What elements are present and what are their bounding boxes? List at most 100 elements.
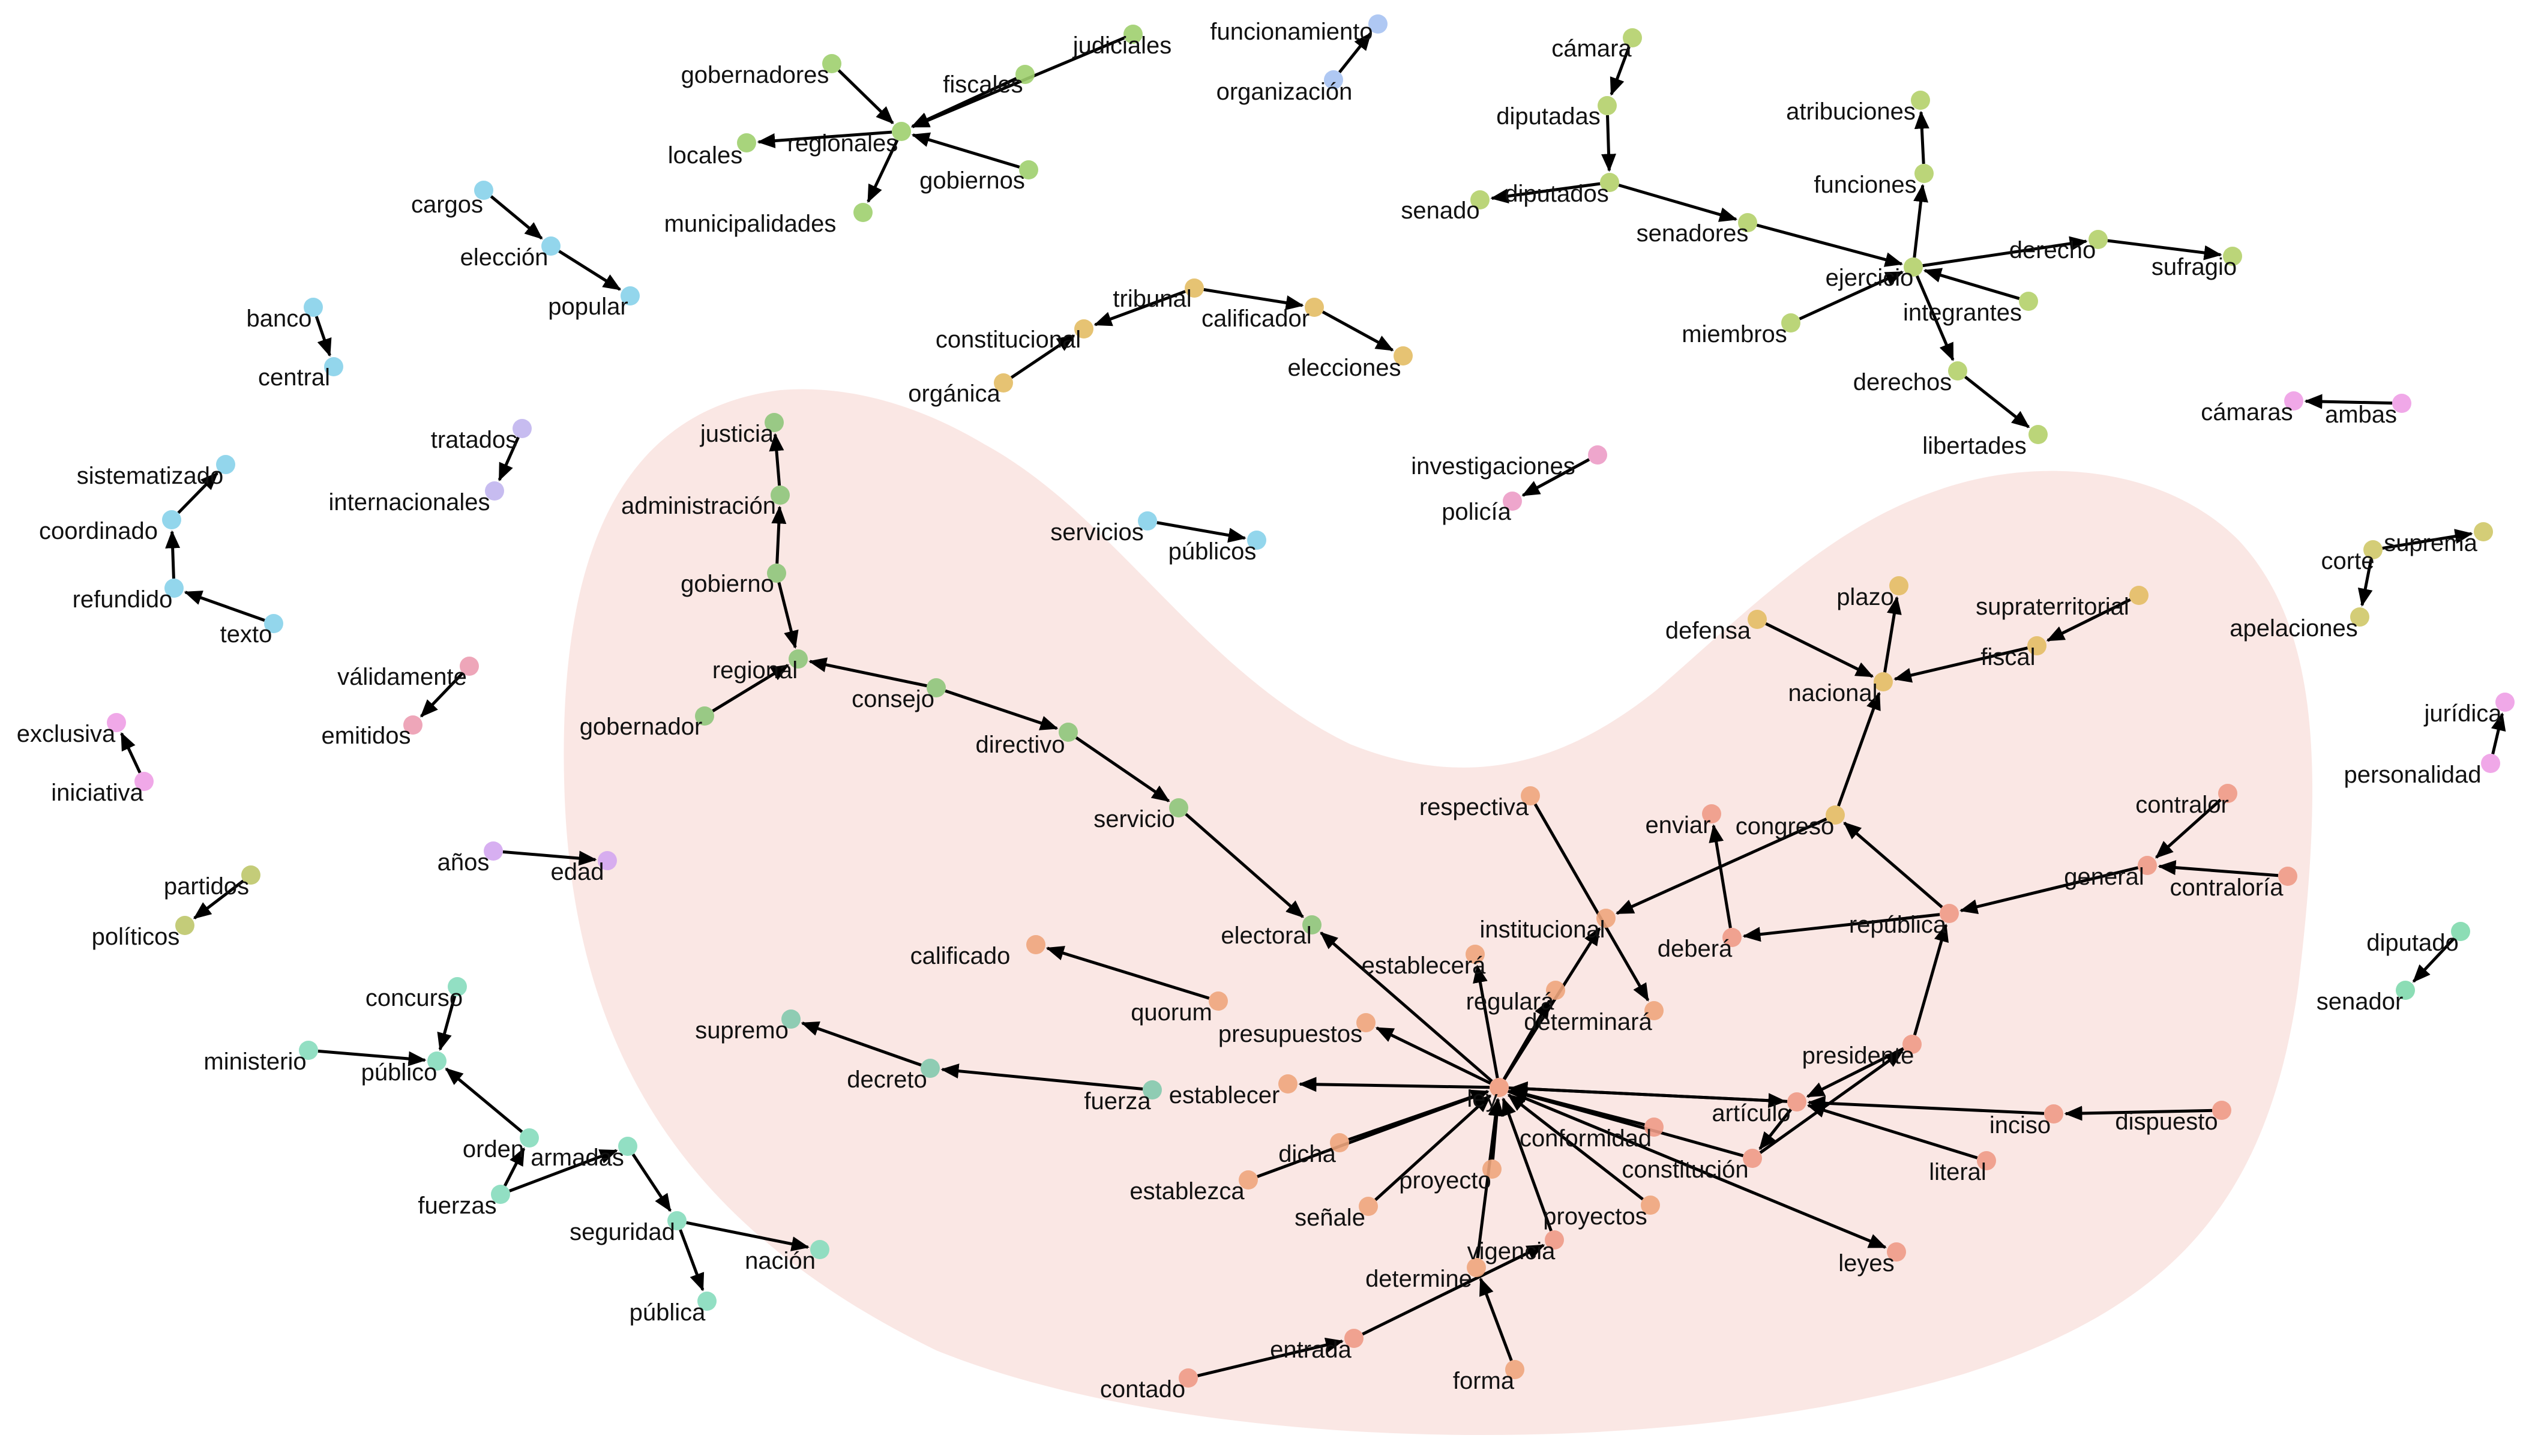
node-fiscal[interactable] xyxy=(2027,636,2046,655)
node-republica[interactable] xyxy=(1940,904,1959,923)
node-determinara[interactable] xyxy=(1644,1001,1664,1020)
node-gobierno[interactable] xyxy=(767,564,786,583)
node-regional[interactable] xyxy=(789,649,808,669)
node-juridica[interactable] xyxy=(2495,693,2515,712)
node-calificado[interactable] xyxy=(1026,935,1045,954)
node-inciso[interactable] xyxy=(2044,1104,2063,1124)
node-suprema[interactable] xyxy=(2474,522,2493,541)
node-popular[interactable] xyxy=(621,286,640,305)
node-entrada[interactable] xyxy=(1344,1329,1364,1348)
node-anos[interactable] xyxy=(484,841,503,861)
node-coordinado[interactable] xyxy=(162,510,181,529)
node-locales[interactable] xyxy=(737,133,756,152)
node-nacional[interactable] xyxy=(1874,672,1893,691)
node-derecho[interactable] xyxy=(2088,230,2108,249)
node-vigencia[interactable] xyxy=(1545,1230,1564,1250)
node-exclusiva[interactable] xyxy=(107,713,126,732)
node-personalidad[interactable] xyxy=(2481,754,2500,773)
node-contado[interactable] xyxy=(1179,1368,1198,1388)
node-presupuestos[interactable] xyxy=(1356,1013,1376,1032)
node-articulo[interactable] xyxy=(1787,1092,1806,1112)
node-dispuesto[interactable] xyxy=(2212,1101,2231,1120)
node-municipalidades[interactable] xyxy=(853,203,873,222)
node-presidente[interactable] xyxy=(1902,1035,1922,1054)
node-constitucional[interactable] xyxy=(1074,319,1093,338)
node-calificador[interactable] xyxy=(1305,298,1324,317)
node-concurso[interactable] xyxy=(448,977,467,996)
node-administracion[interactable] xyxy=(771,486,790,505)
node-ley[interactable] xyxy=(1490,1078,1509,1097)
node-tribunal[interactable] xyxy=(1185,278,1204,298)
node-quorum[interactable] xyxy=(1209,991,1228,1011)
node-armadas[interactable] xyxy=(618,1137,637,1156)
node-literal[interactable] xyxy=(1977,1151,1996,1170)
node-gobernador[interactable] xyxy=(695,706,714,726)
node-sistematizado[interactable] xyxy=(216,455,235,474)
node-gobiernos[interactable] xyxy=(1019,160,1038,179)
node-judiciales[interactable] xyxy=(1123,25,1143,44)
node-camara[interactable] xyxy=(1623,28,1642,47)
node-ambas[interactable] xyxy=(2392,394,2411,413)
node-determine[interactable] xyxy=(1467,1258,1486,1277)
node-policia[interactable] xyxy=(1503,492,1522,511)
node-publico[interactable] xyxy=(427,1051,447,1071)
node-defensa[interactable] xyxy=(1748,610,1767,629)
node-ministerio[interactable] xyxy=(299,1041,318,1060)
node-proyecto[interactable] xyxy=(1482,1160,1502,1179)
node-elecciones[interactable] xyxy=(1394,346,1413,366)
node-refundido[interactable] xyxy=(164,579,184,598)
node-establezca[interactable] xyxy=(1239,1170,1258,1190)
node-funcionamiento[interactable] xyxy=(1368,14,1388,34)
node-investigaciones[interactable] xyxy=(1588,445,1607,465)
node-regulara[interactable] xyxy=(1546,981,1565,1000)
node-proyectos[interactable] xyxy=(1641,1196,1660,1215)
node-directivo[interactable] xyxy=(1059,723,1078,742)
node-establecer[interactable] xyxy=(1278,1074,1298,1094)
node-validamente[interactable] xyxy=(460,657,479,676)
node-banco[interactable] xyxy=(304,298,323,317)
node-establecera[interactable] xyxy=(1466,945,1485,964)
node-edad[interactable] xyxy=(598,851,617,870)
node-libertades[interactable] xyxy=(2028,425,2048,444)
node-fuerzas[interactable] xyxy=(491,1185,510,1204)
node-cargos[interactable] xyxy=(474,181,493,200)
node-organica[interactable] xyxy=(994,373,1013,393)
node-supremo[interactable] xyxy=(781,1009,801,1029)
node-decreto[interactable] xyxy=(921,1059,940,1078)
node-eleccion[interactable] xyxy=(541,236,561,256)
node-fiscales[interactable] xyxy=(1015,65,1035,84)
node-constitucion[interactable] xyxy=(1743,1149,1762,1168)
node-nacion[interactable] xyxy=(810,1240,829,1259)
node-diputadas[interactable] xyxy=(1598,96,1617,115)
node-consejo[interactable] xyxy=(927,678,946,697)
node-sufragio[interactable] xyxy=(2223,247,2242,266)
node-partidos[interactable] xyxy=(241,865,260,885)
node-senado[interactable] xyxy=(1470,190,1490,209)
node-justicia[interactable] xyxy=(765,413,784,432)
node-integrantes[interactable] xyxy=(2019,292,2038,311)
node-contralor[interactable] xyxy=(2218,784,2237,803)
node-publica[interactable] xyxy=(697,1292,717,1311)
node-seguridad[interactable] xyxy=(667,1211,687,1230)
node-politicos[interactable] xyxy=(175,916,194,935)
node-tratados[interactable] xyxy=(513,419,532,438)
node-organizacion[interactable] xyxy=(1324,70,1343,89)
node-internacionales[interactable] xyxy=(485,481,504,501)
node-congreso[interactable] xyxy=(1826,805,1845,825)
node-publicos[interactable] xyxy=(1247,531,1266,550)
node-debera[interactable] xyxy=(1722,928,1742,947)
node-camaras[interactable] xyxy=(2284,391,2303,411)
node-electoral[interactable] xyxy=(1302,915,1322,934)
node-gobernadores[interactable] xyxy=(822,54,841,73)
node-atribuciones[interactable] xyxy=(1911,91,1930,110)
node-emitidos[interactable] xyxy=(403,715,423,735)
node-senador[interactable] xyxy=(2396,981,2415,1000)
node-ejercicio[interactable] xyxy=(1904,257,1923,277)
node-conformidad[interactable] xyxy=(1644,1118,1664,1137)
node-general[interactable] xyxy=(2138,856,2157,875)
node-diputados[interactable] xyxy=(1600,173,1619,192)
node-dicha[interactable] xyxy=(1330,1133,1349,1152)
node-miembros[interactable] xyxy=(1781,313,1800,332)
node-fuerza[interactable] xyxy=(1143,1080,1162,1100)
node-corte[interactable] xyxy=(2363,540,2383,559)
